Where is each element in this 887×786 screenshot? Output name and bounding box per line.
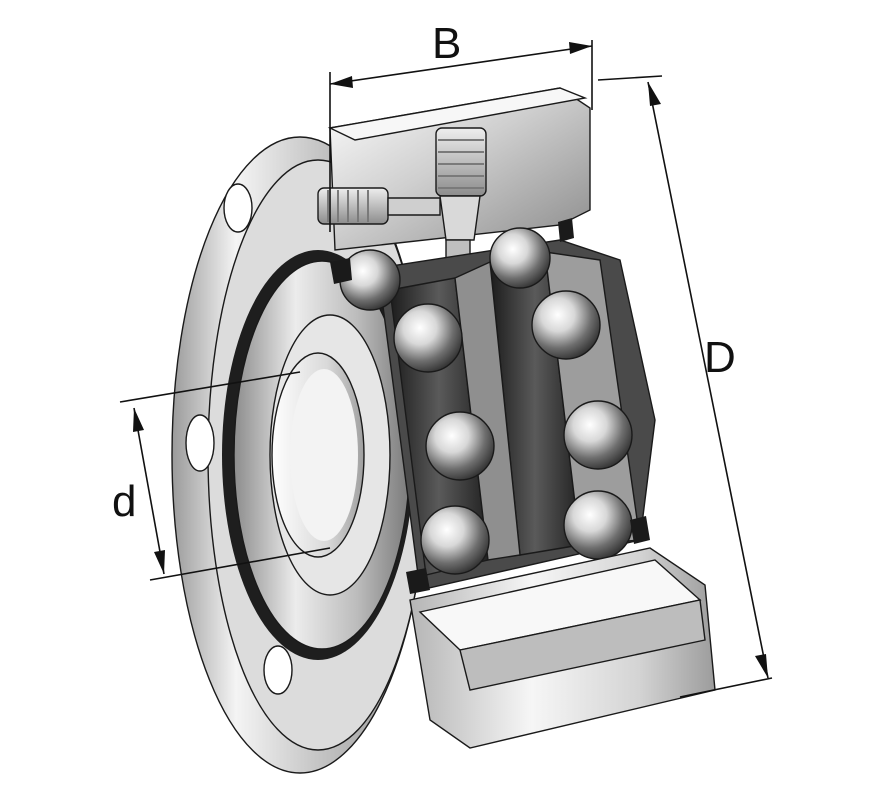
flange-hole-middle [185, 414, 215, 472]
dimension-label-b: B [432, 19, 461, 68]
dimension-b: B [329, 19, 593, 232]
seal [406, 568, 430, 594]
bore [271, 352, 365, 558]
seals [330, 218, 650, 594]
ball [563, 490, 633, 560]
seal [330, 258, 352, 284]
flange-hole-top [223, 183, 253, 233]
ball [563, 400, 633, 470]
outer-ring-lower-section [409, 547, 716, 749]
balls [339, 227, 633, 575]
threaded-plug-vertical [435, 127, 487, 197]
ball [393, 303, 463, 373]
dimension-d-outer: D [597, 75, 773, 698]
seal [558, 218, 574, 242]
dimension-d-bore: d [112, 371, 331, 581]
ball [420, 505, 490, 575]
flange-hole-bottom [263, 645, 293, 695]
dimension-label-d-outer: D [704, 333, 736, 382]
ball [425, 411, 495, 481]
seal [630, 516, 650, 544]
dimension-label-d-bore: d [112, 477, 136, 526]
ball [489, 227, 551, 289]
ball [531, 290, 601, 360]
flange-mounting-holes [185, 183, 293, 695]
